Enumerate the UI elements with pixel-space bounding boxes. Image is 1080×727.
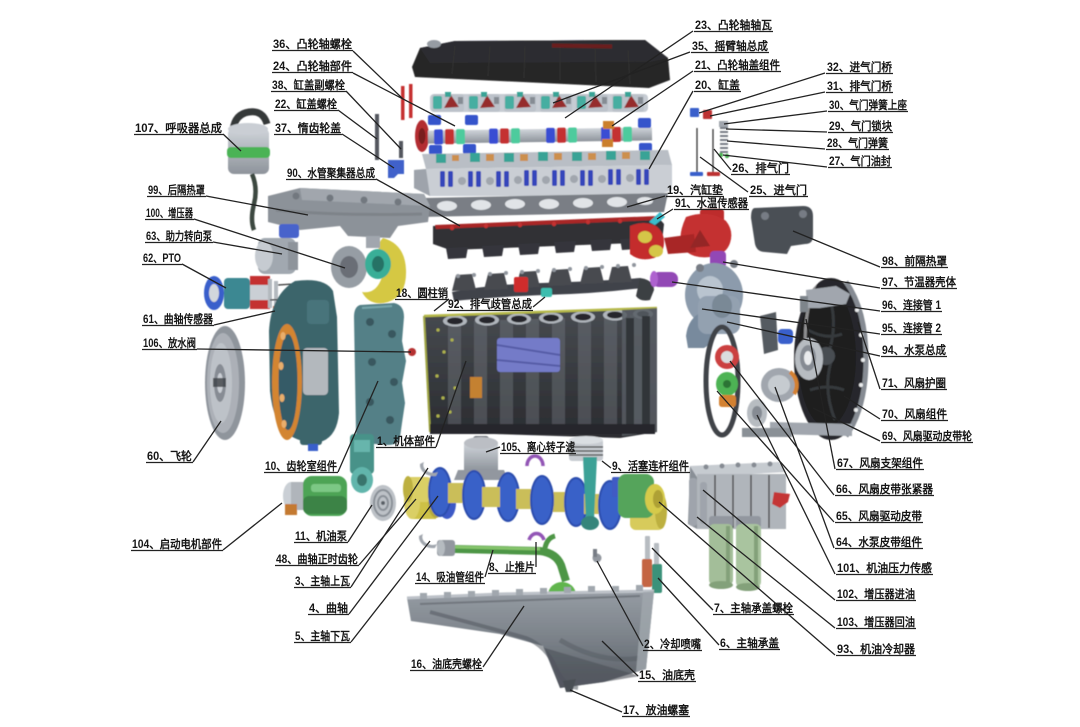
svg-text:67、风扇支架组件: 67、风扇支架组件: [837, 456, 923, 470]
svg-text:105、离心转子滤: 105、离心转子滤: [501, 440, 575, 454]
svg-text:20、缸盖: 20、缸盖: [695, 78, 740, 92]
svg-text:28、气门弹簧: 28、气门弹簧: [827, 136, 888, 150]
svg-text:30、气门弹簧上座: 30、气门弹簧上座: [829, 98, 907, 112]
svg-text:18、圆柱销: 18、圆柱销: [396, 286, 448, 300]
svg-text:38、缸盖副螺栓: 38、缸盖副螺栓: [272, 78, 345, 92]
svg-text:60、飞轮: 60、飞轮: [147, 449, 192, 463]
svg-text:48、曲轴正时齿轮: 48、曲轴正时齿轮: [276, 552, 358, 566]
svg-text:23、凸轮轴轴瓦: 23、凸轮轴轴瓦: [695, 18, 772, 32]
svg-text:14、吸油管组件: 14、吸油管组件: [416, 570, 484, 584]
svg-text:107、呼吸器总成: 107、呼吸器总成: [135, 121, 222, 135]
svg-text:100、增压器: 100、增压器: [146, 206, 193, 220]
svg-text:103、增压器回油: 103、增压器回油: [837, 615, 915, 629]
svg-text:96、连接管 1: 96、连接管 1: [882, 298, 942, 312]
svg-text:31、排气门桥: 31、排气门桥: [827, 79, 892, 93]
svg-text:3、主轴上瓦: 3、主轴上瓦: [295, 574, 350, 588]
svg-text:36、凸轮轴螺栓: 36、凸轮轴螺栓: [273, 37, 352, 51]
svg-text:70、风扇组件: 70、风扇组件: [882, 407, 947, 421]
svg-text:65、风扇驱动皮带: 65、风扇驱动皮带: [836, 509, 922, 523]
svg-text:61、曲轴传感器: 61、曲轴传感器: [143, 312, 213, 326]
svg-text:92、排气歧管总成: 92、排气歧管总成: [448, 297, 532, 311]
svg-text:98、前隔热罩: 98、前隔热罩: [882, 254, 947, 268]
svg-text:26、排气门: 26、排气门: [732, 161, 789, 175]
svg-text:106、放水阀: 106、放水阀: [143, 336, 196, 350]
svg-text:15、油底壳: 15、油底壳: [639, 668, 695, 682]
svg-text:16、油底壳螺栓: 16、油底壳螺栓: [411, 657, 482, 671]
svg-text:21、凸轮轴盖组件: 21、凸轮轴盖组件: [695, 58, 780, 72]
svg-text:32、进气门桥: 32、进气门桥: [827, 60, 892, 74]
svg-text:5、主轴下瓦: 5、主轴下瓦: [295, 629, 350, 643]
svg-text:6、主轴承盖: 6、主轴承盖: [720, 636, 779, 650]
svg-text:93、机油冷却器: 93、机油冷却器: [837, 642, 915, 656]
svg-text:37、惰齿轮盖: 37、惰齿轮盖: [275, 121, 341, 135]
svg-text:97、节温器壳体: 97、节温器壳体: [882, 275, 956, 289]
svg-text:90、水管聚集器总成: 90、水管聚集器总成: [287, 166, 375, 180]
svg-text:11、机油泵: 11、机油泵: [295, 529, 347, 543]
svg-text:94、水泵总成: 94、水泵总成: [882, 343, 946, 357]
svg-text:69、风扇驱动皮带轮: 69、风扇驱动皮带轮: [882, 429, 972, 443]
svg-text:101、机油压力传感: 101、机油压力传感: [837, 561, 932, 575]
svg-text:19、汽缸垫: 19、汽缸垫: [667, 183, 723, 197]
svg-text:71、风扇护圈: 71、风扇护圈: [882, 376, 946, 390]
svg-text:1、机体部件: 1、机体部件: [377, 434, 435, 448]
svg-text:66、风扇皮带张紧器: 66、风扇皮带张紧器: [836, 482, 933, 496]
svg-text:17、放油螺塞: 17、放油螺塞: [623, 703, 689, 717]
svg-text:104、启动电机部件: 104、启动电机部件: [132, 537, 222, 551]
svg-text:35、摇臂轴总成: 35、摇臂轴总成: [692, 39, 768, 53]
svg-text:102、增压器进油: 102、增压器进油: [837, 587, 915, 601]
svg-text:25、进气门: 25、进气门: [750, 183, 807, 197]
svg-text:22、缸盖螺栓: 22、缸盖螺栓: [275, 97, 337, 111]
svg-text:95、连接管 2: 95、连接管 2: [882, 321, 941, 335]
svg-text:62、PTO: 62、PTO: [143, 253, 181, 265]
svg-text:63、助力转向泵: 63、助力转向泵: [146, 229, 212, 243]
svg-text:2、冷却喷嘴: 2、冷却喷嘴: [644, 637, 701, 651]
svg-text:99、后隔热罩: 99、后隔热罩: [148, 183, 205, 197]
svg-text:7、主轴承盖螺栓: 7、主轴承盖螺栓: [714, 601, 793, 615]
svg-text:64、水泵皮带组件: 64、水泵皮带组件: [836, 535, 922, 549]
svg-text:91、水温传感器: 91、水温传感器: [675, 196, 748, 210]
svg-text:8、止推片: 8、止推片: [489, 560, 535, 574]
svg-text:29、气门锁块: 29、气门锁块: [829, 119, 892, 133]
svg-text:4、曲轴: 4、曲轴: [309, 601, 348, 615]
svg-text:27、气门油封: 27、气门油封: [829, 154, 891, 168]
svg-text:10、齿轮室组件: 10、齿轮室组件: [265, 459, 337, 473]
svg-text:9、活塞连杆组件: 9、活塞连杆组件: [612, 459, 689, 473]
svg-text:24、凸轮轴部件: 24、凸轮轴部件: [273, 59, 352, 73]
